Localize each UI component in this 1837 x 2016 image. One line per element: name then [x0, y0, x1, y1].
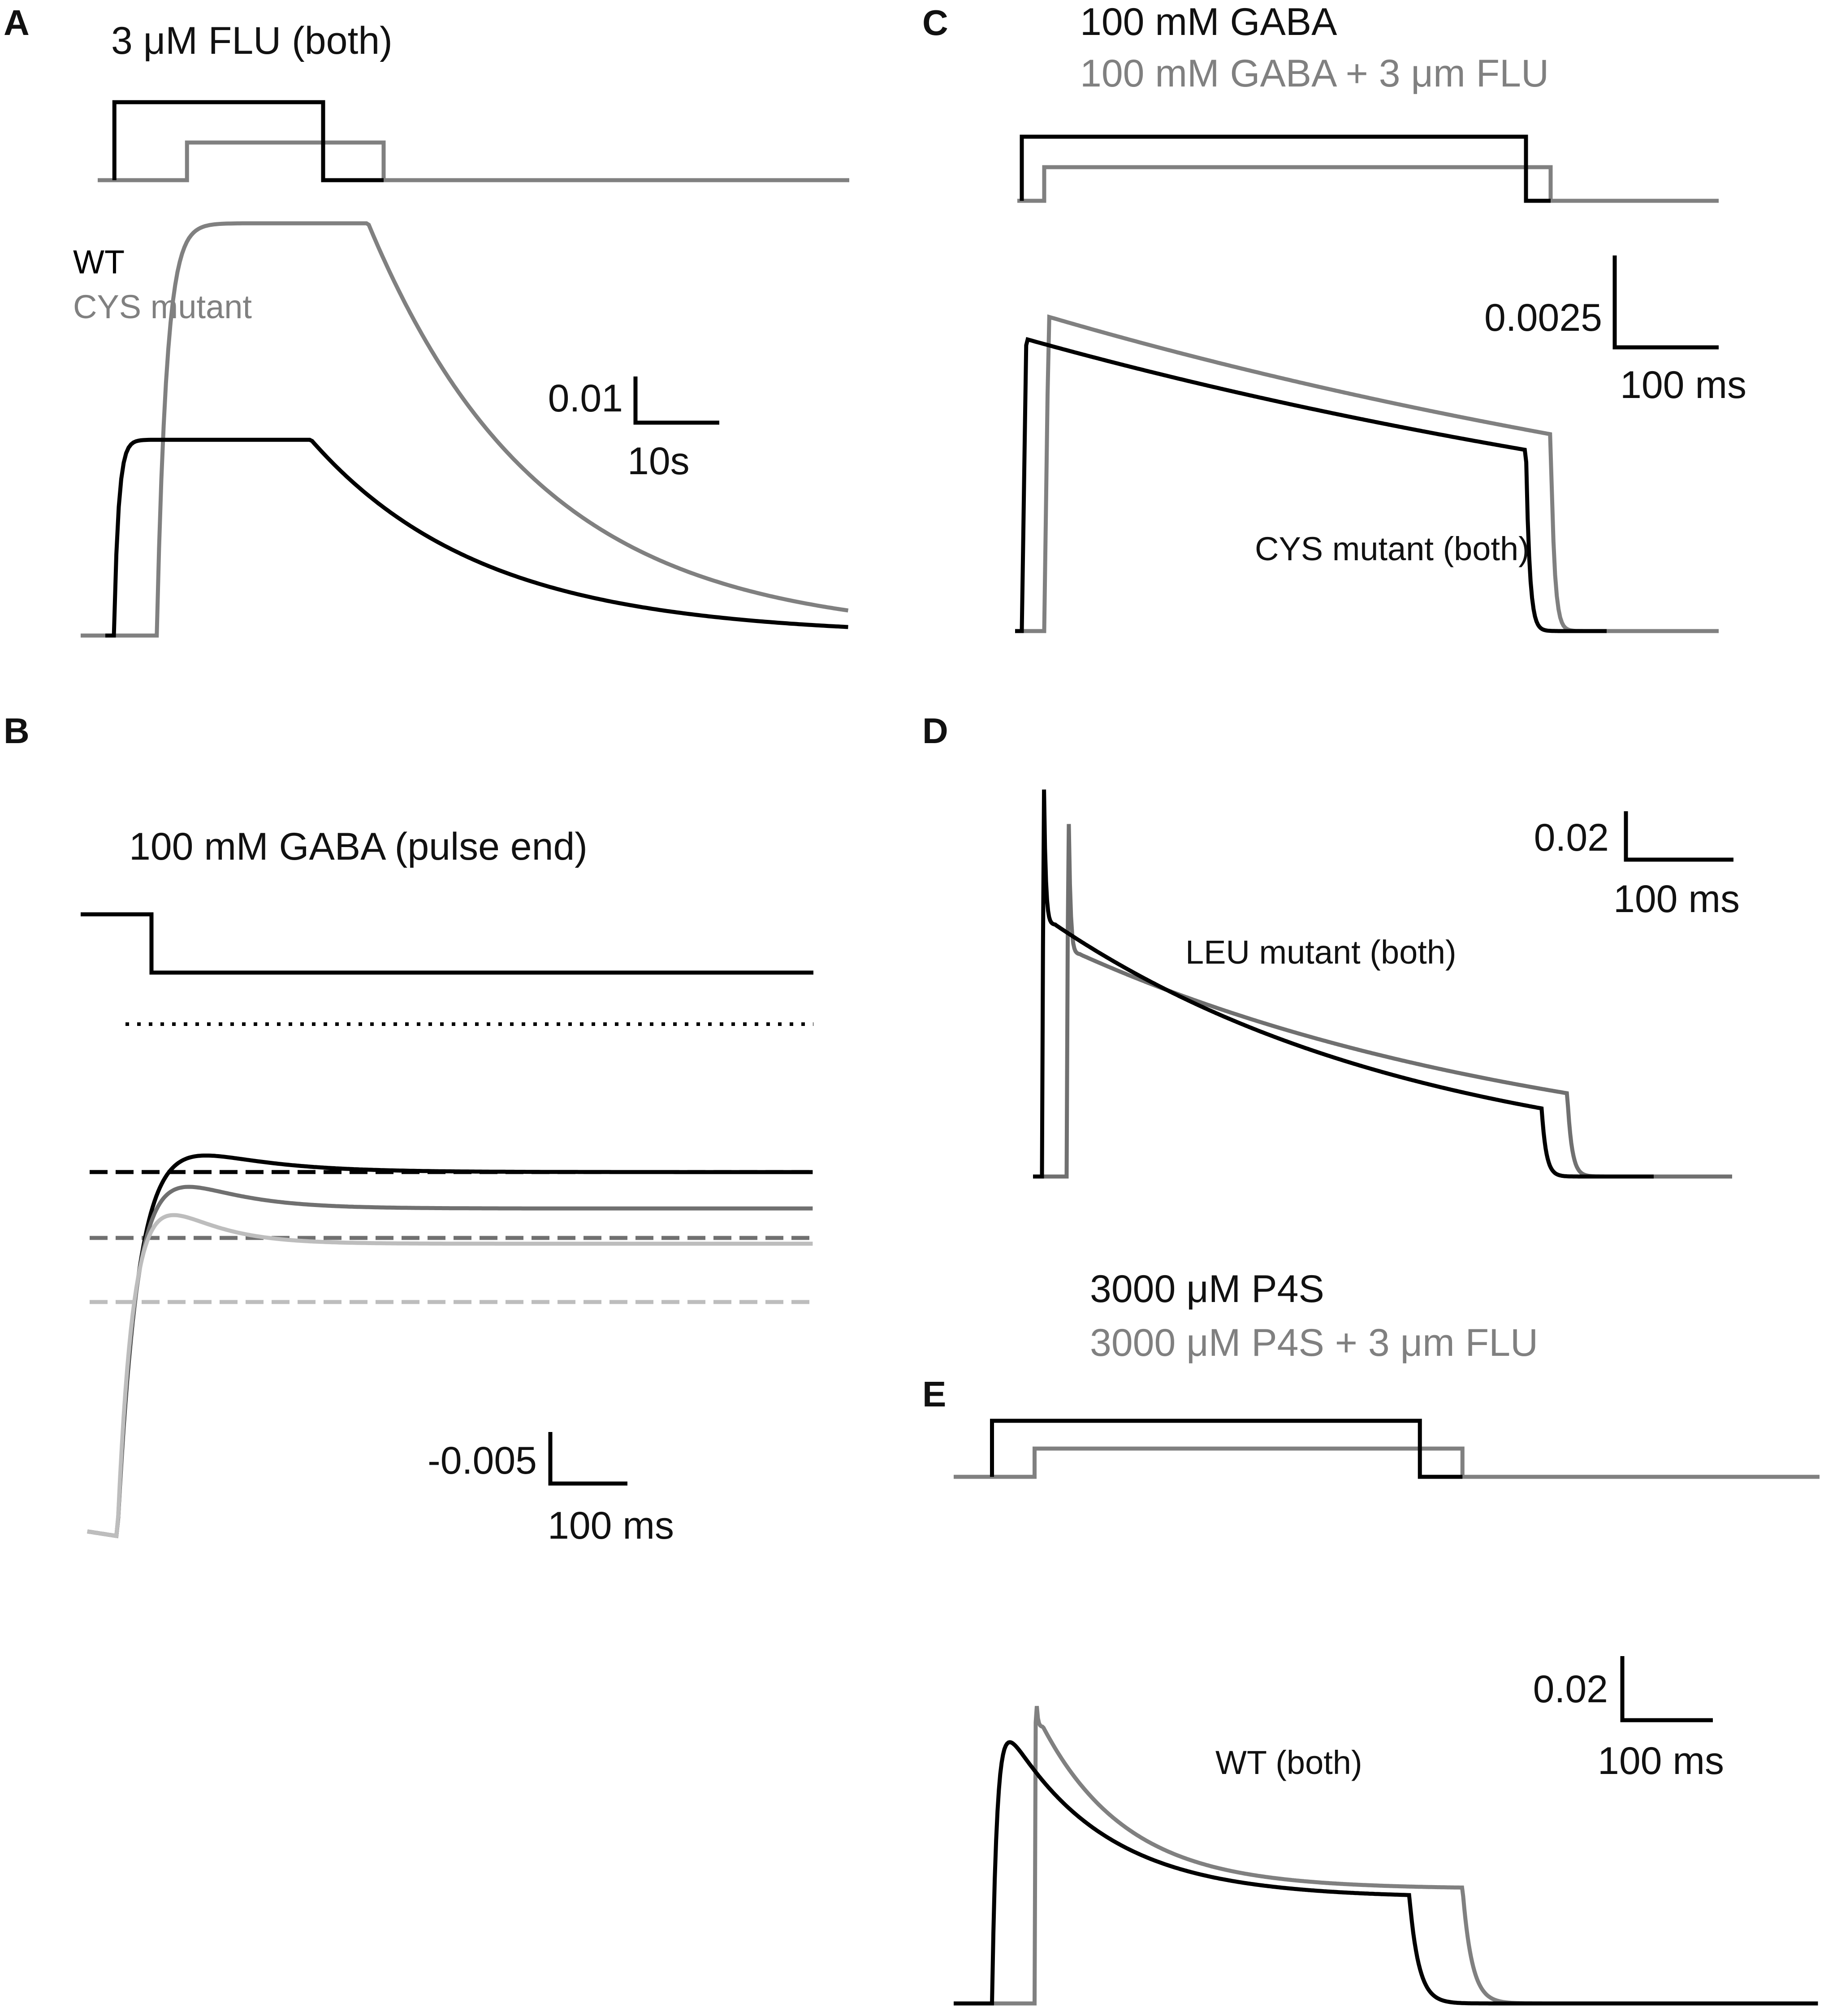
panel-b-scale-bar	[548, 1432, 627, 1486]
panel-e-subtitle: 3000 μM P4S + 3 μm FLU	[1090, 1321, 1538, 1364]
panel-d-scale-y-label: 0.02	[1534, 816, 1609, 859]
panel-b-trace-light	[87, 1213, 813, 1539]
panel-a: 3 μM FLU (both) WT CYS mutant 0.01 10s	[73, 19, 849, 638]
panel-a-scale-y-label: 0.01	[548, 377, 623, 420]
panel-a-pulse-wt	[112, 100, 384, 182]
panel-letter-a: A	[4, 3, 30, 43]
panel-e-pulse-flu	[954, 1446, 1820, 1479]
panel-c-scale-y-label: 0.0025	[1484, 296, 1602, 339]
panel-e-scale-y-label: 0.02	[1533, 1668, 1608, 1711]
panel-d-trace-gray	[1033, 824, 1732, 1179]
panel-e-pulse-p4s	[990, 1419, 1463, 1479]
panel-e: 3000 μM P4S 3000 μM P4S + 3 μm FLU WT (b…	[954, 1268, 1820, 2006]
panel-a-scale-x-label: 10s	[627, 440, 690, 483]
panel-b-trace-gray	[87, 1185, 813, 1539]
panel-e-title: 3000 μM P4S	[1090, 1268, 1324, 1311]
panel-a-trace-wt	[105, 437, 848, 638]
panel-b-trace-black	[87, 1153, 813, 1539]
panel-c-pulse-gaba	[1020, 134, 1551, 203]
panel-b-title: 100 mM GABA (pulse end)	[129, 825, 588, 868]
panel-b-scale-y-label: -0.005	[428, 1439, 537, 1482]
panel-c-scale-bar	[1612, 255, 1719, 350]
panel-e-scale-bar	[1620, 1656, 1713, 1722]
panel-a-title: 3 μM FLU (both)	[111, 19, 393, 62]
panel-a-legend-cys: CYS mutant	[73, 288, 252, 325]
panel-b: 100 mM GABA (pulse end) -0.005 100 ms	[81, 825, 813, 1547]
panel-letter-e: E	[922, 1374, 946, 1414]
panel-c-pulse-flu	[1017, 165, 1719, 203]
panel-c-scale-x-label: 100 ms	[1620, 363, 1746, 407]
panel-d: LEU mutant (both) 0.02 100 ms	[1033, 789, 1740, 1179]
panel-c-annotation: CYS mutant (both)	[1255, 530, 1530, 567]
panel-d-scale-x-label: 100 ms	[1613, 878, 1740, 921]
panel-letter-c: C	[922, 3, 948, 43]
panel-e-annotation: WT (both)	[1215, 1744, 1362, 1781]
panel-letter-d: D	[922, 711, 948, 751]
panel-e-trace-p4s	[954, 1740, 1818, 2006]
panel-a-pulse-cys	[98, 140, 849, 182]
panel-a-legend-wt: WT	[73, 243, 125, 281]
panel-a-scale-bar	[633, 376, 719, 425]
panel-d-trace-black	[1033, 789, 1654, 1179]
panel-letter-b: B	[4, 711, 30, 751]
panel-a-trace-cys	[81, 221, 849, 638]
panel-c-subtitle: 100 mM GABA + 3 μm FLU	[1080, 52, 1549, 95]
panel-c: 100 mM GABA 100 mM GABA + 3 μm FLU CYS m…	[1015, 0, 1746, 633]
panel-b-pulse	[81, 912, 813, 975]
panel-b-scale-x-label: 100 ms	[548, 1504, 674, 1547]
panel-e-scale-x-label: 100 ms	[1598, 1739, 1724, 1782]
panel-c-title: 100 mM GABA	[1080, 0, 1337, 43]
panel-c-trace-gaba	[1015, 337, 1607, 633]
panel-d-annotation: LEU mutant (both)	[1185, 934, 1457, 971]
panel-d-scale-bar	[1624, 811, 1733, 862]
